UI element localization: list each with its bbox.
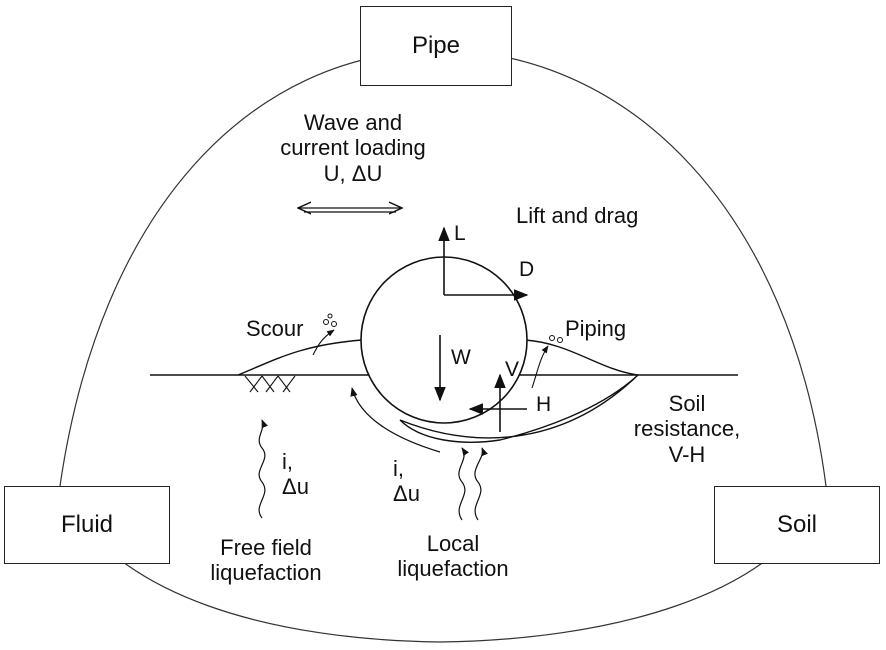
horizontal-force-label: H xyxy=(536,393,552,416)
local-gradient-du: Δu xyxy=(393,481,420,507)
free-gradient-i: i, xyxy=(282,449,293,474)
wave-loading-line-2: current loading xyxy=(280,135,426,161)
local-liquefaction-label: Local liquefaction xyxy=(397,531,508,582)
wave-loading-line-3: U, ΔU xyxy=(323,160,383,186)
seepage-flow-arrow xyxy=(350,387,441,453)
local-line-2: liquefaction xyxy=(397,556,509,582)
local-gradient-label: i, Δu xyxy=(393,456,420,507)
pipe-box: Pipe xyxy=(360,6,512,86)
soil-resistance-line-3: V-H xyxy=(668,441,706,467)
free-gradient-du: Δu xyxy=(282,474,309,500)
soil-resistance-label: Soil resistance, V-H xyxy=(634,391,740,467)
free-field-gradient-label: i, Δu xyxy=(282,449,309,500)
pipe-box-label: Pipe xyxy=(411,32,461,59)
scour-particle xyxy=(327,313,333,319)
vertical-force-label: V xyxy=(505,358,520,381)
soil-resistance-line-2: resistance, xyxy=(633,416,741,442)
fluid-box: Fluid xyxy=(4,486,170,564)
local-gradient-arrow-left xyxy=(458,447,469,521)
piping-arrow xyxy=(531,345,549,389)
free-field-liquefaction-label: Free field liquefaction xyxy=(210,535,321,586)
local-gradient-arrow-right xyxy=(474,447,488,521)
scour-arrow xyxy=(312,329,335,356)
scour-particle xyxy=(331,321,337,327)
wave-loading-label: Wave and current loading U, ΔU xyxy=(280,110,426,186)
scour-particle xyxy=(323,319,329,325)
wave-loading-line-1: Wave and xyxy=(303,110,403,135)
free-field-line-2: liquefaction xyxy=(210,560,322,586)
soil-resistance-zone xyxy=(399,374,639,443)
soil-resistance-line-1: Soil xyxy=(668,391,706,416)
soil-box: Soil xyxy=(714,486,880,564)
free-field-gradient-arrow xyxy=(258,419,268,519)
soil-box-label: Soil xyxy=(776,511,818,538)
drag-force-label: D xyxy=(519,258,535,281)
piping-mound xyxy=(524,339,639,376)
fluid-box-label: Fluid xyxy=(60,511,114,538)
scour-mound xyxy=(237,339,363,376)
lift-force-label: L xyxy=(454,222,466,245)
piping-particle xyxy=(549,335,555,341)
local-line-1: Local xyxy=(426,531,480,556)
free-field-line-1: Free field xyxy=(220,535,312,560)
weight-force-label: W xyxy=(451,346,471,369)
scour-label: Scour xyxy=(246,316,304,341)
piping-particle xyxy=(557,337,563,343)
piping-label: Piping xyxy=(565,316,627,341)
interaction-dome-outline xyxy=(59,49,827,643)
lift-and-drag-label: Lift and drag xyxy=(516,203,639,228)
seabed-hatch xyxy=(244,375,296,393)
local-gradient-i: i, xyxy=(393,456,404,481)
